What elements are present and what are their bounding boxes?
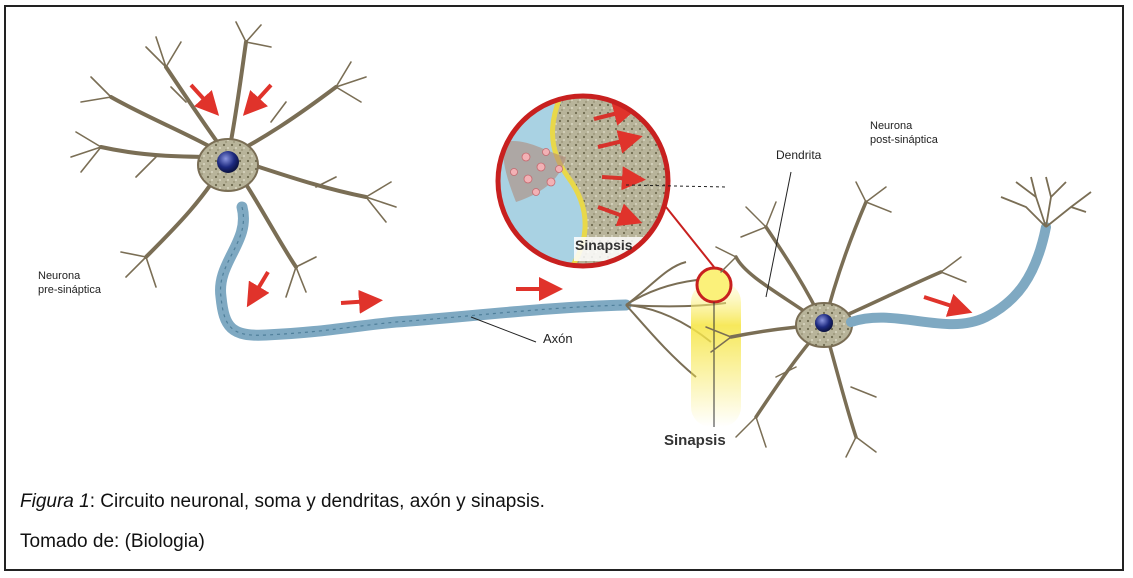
axon-label: Axón (543, 331, 573, 346)
postsynaptic-label-line2: post-sináptica (870, 133, 938, 147)
postsynaptic-axon-terminal (1001, 177, 1091, 227)
postsynaptic-neuron-label: Neurona post-sináptica (870, 119, 938, 147)
figure-number: Figura 1 (20, 491, 90, 512)
presynaptic-label-line2: pre-sináptica (38, 283, 101, 297)
synapse-label: Sinapsis (664, 432, 726, 449)
presynaptic-label-line1: Neurona (38, 269, 101, 283)
postsynaptic-label-line1: Neurona (870, 119, 938, 133)
figure-caption-text: : Circuito neuronal, soma y dendritas, a… (90, 491, 545, 512)
figure-frame: Neurona pre-sináptica Neurona post-sináp… (4, 5, 1124, 571)
dendrite-label: Dendrita (776, 148, 821, 162)
postsynaptic-nucleus (815, 314, 833, 332)
figure-caption: Figura 1: Circuito neuronal, soma y dend… (20, 491, 545, 513)
presynaptic-nucleus (217, 151, 239, 173)
synapse-zoom-label: Sinapsis (575, 237, 633, 253)
neuron-circuit-illustration (6, 7, 1122, 477)
figure-source: Tomado de: (Biologia) (20, 531, 205, 553)
presynaptic-neuron-label: Neurona pre-sináptica (38, 269, 101, 297)
synapse-glow (691, 282, 741, 427)
synapse-marker-circle (697, 268, 731, 302)
